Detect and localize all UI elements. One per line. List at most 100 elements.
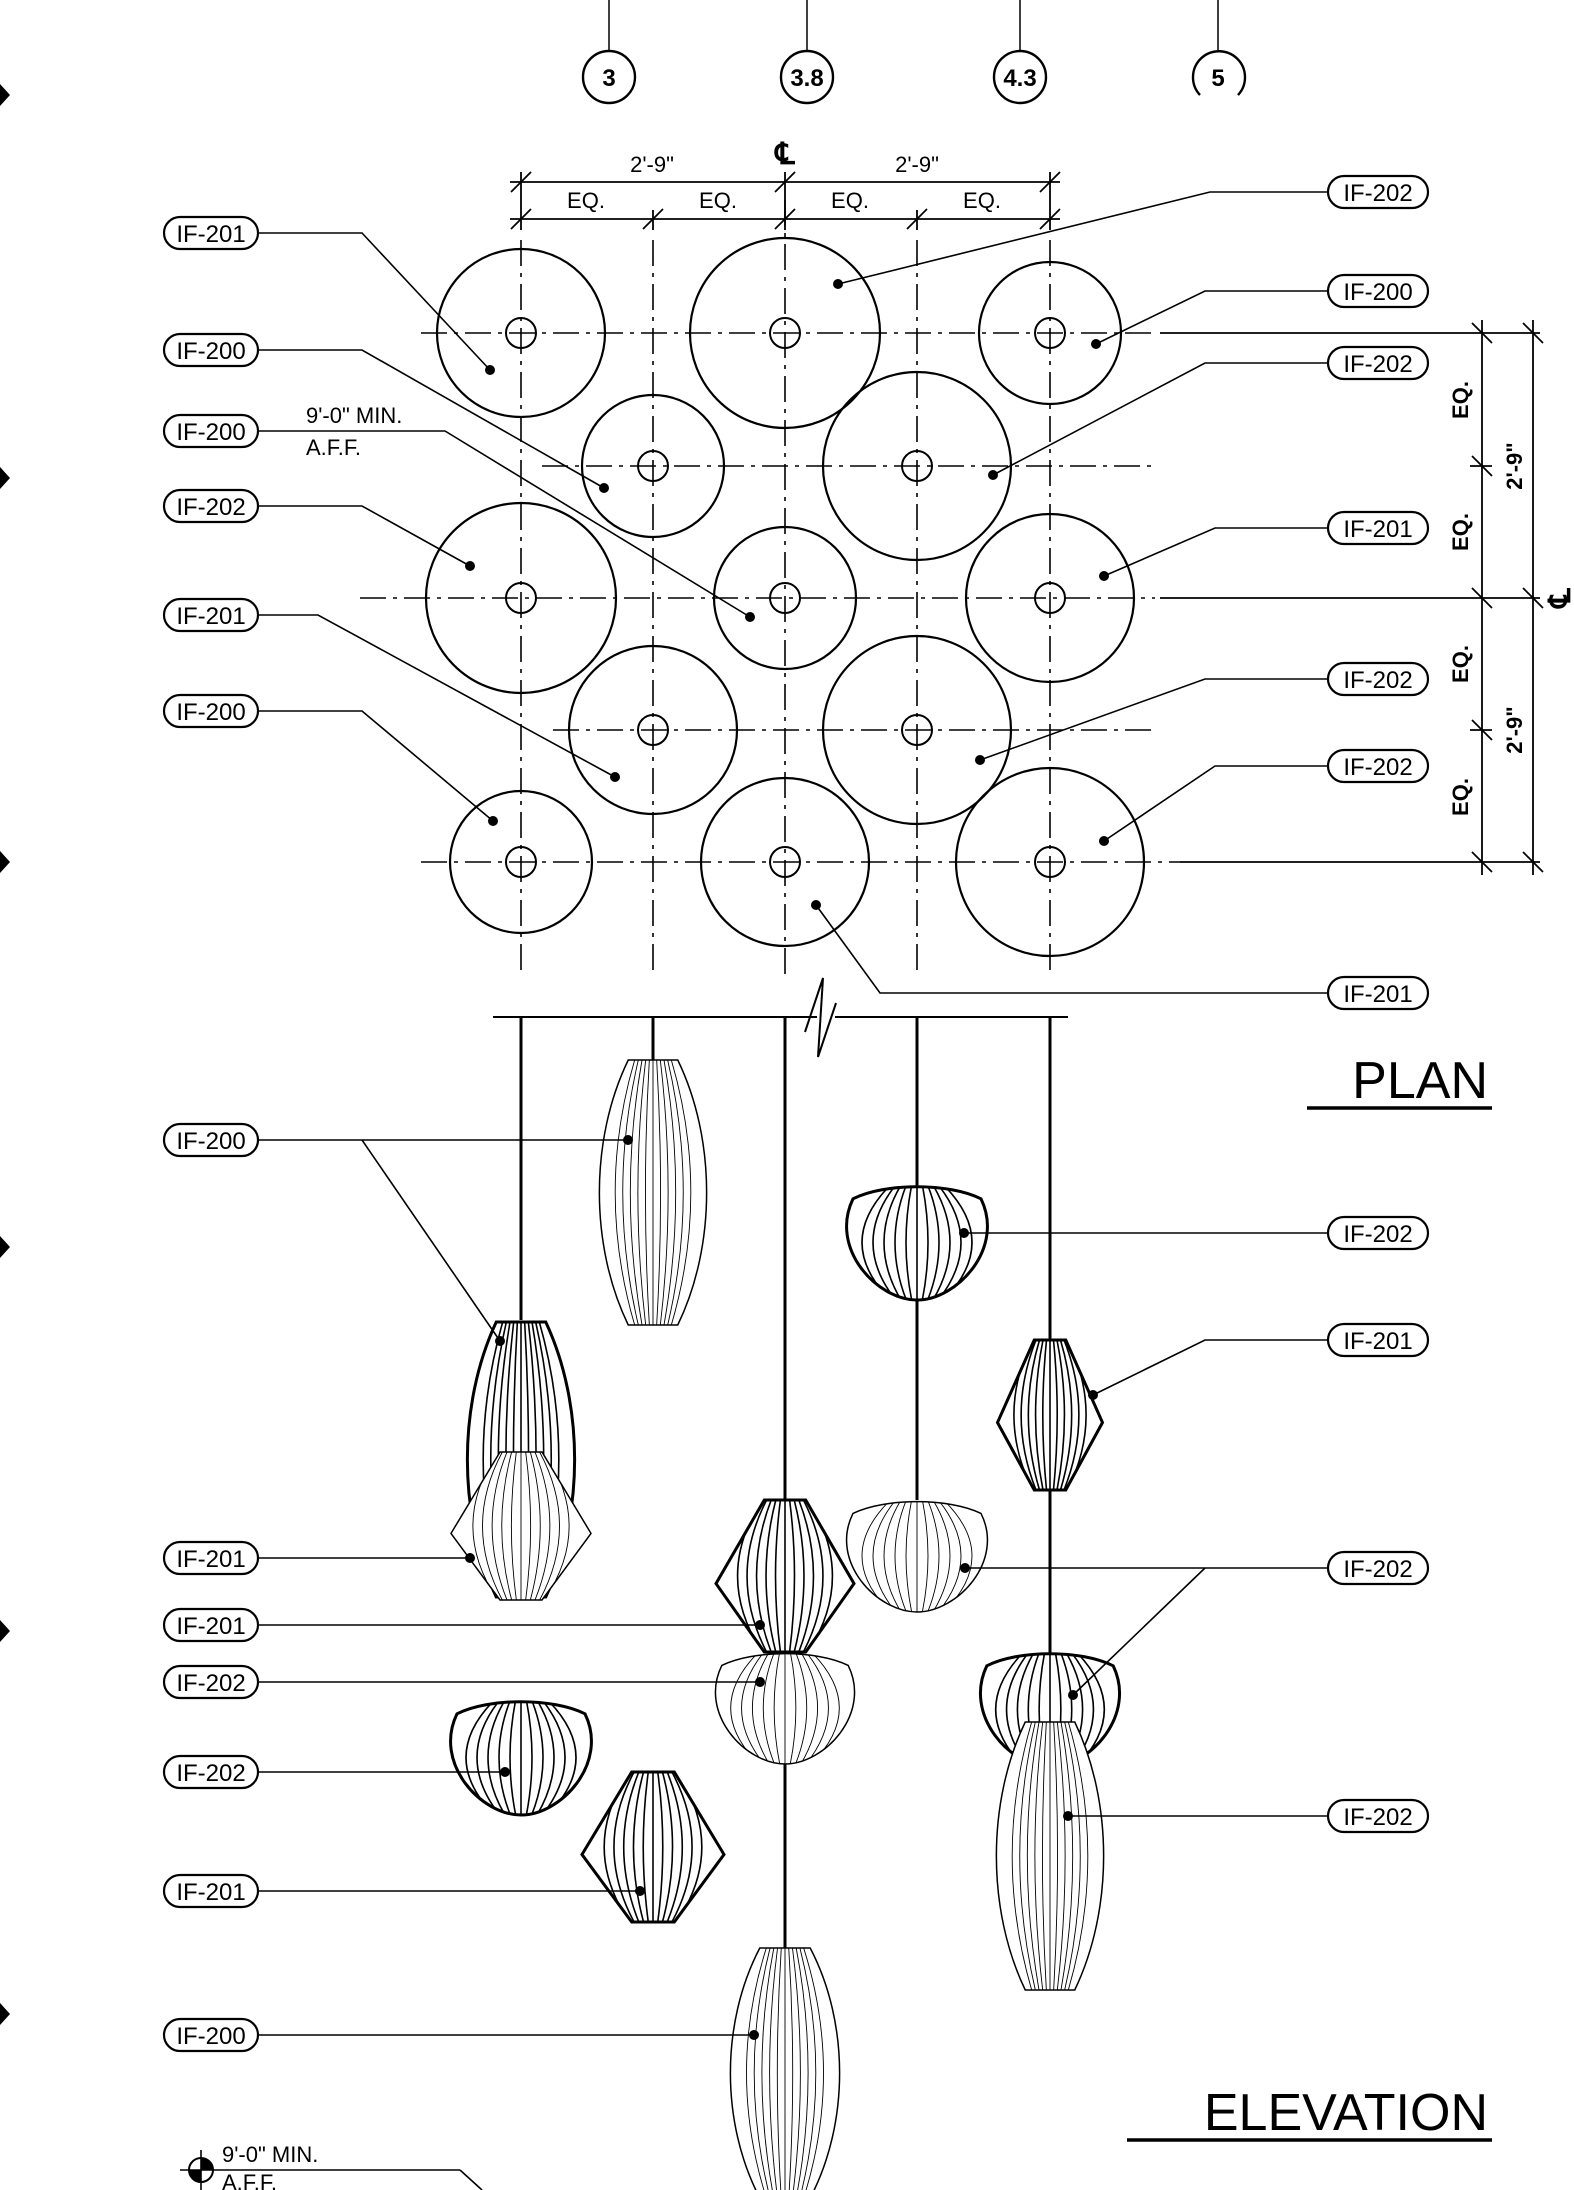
plan-pendant xyxy=(580,393,726,539)
svg-text:IF-202: IF-202 xyxy=(176,494,245,521)
grid-bubble-3: 3 xyxy=(581,49,637,105)
fixture-tag: IF-201 xyxy=(162,1540,260,1576)
fixture-tag: IF-200 xyxy=(1326,273,1430,309)
fixture-tag: IF-202 xyxy=(1326,174,1430,210)
plan-tags-left: IF-201 IF-200 IF-200 IF-202 IF-201 IF-20… xyxy=(162,215,260,729)
plan-leaders xyxy=(256,191,1330,994)
svg-text:ELEVATION: ELEVATION xyxy=(1204,2084,1488,2142)
svg-text:IF-202: IF-202 xyxy=(1343,1221,1412,1248)
fixture-tag: IF-200 xyxy=(162,693,260,729)
svg-text:A.F.F.: A.F.F. xyxy=(222,2170,277,2190)
svg-text:IF-202: IF-202 xyxy=(1343,754,1412,781)
plan-pendant xyxy=(954,766,1146,958)
svg-text:9'-0" MIN.: 9'-0" MIN. xyxy=(222,2142,318,2167)
fixture-tag: IF-200 xyxy=(162,413,260,449)
eq-label: EQ. xyxy=(567,188,605,213)
plan-pendant xyxy=(712,525,858,671)
svg-text:IF-202: IF-202 xyxy=(1343,180,1412,207)
plan-centerlines xyxy=(360,200,1180,975)
plan-title: PLAN xyxy=(1307,1052,1492,1110)
pendant-shade-cigar xyxy=(995,1721,1105,1991)
dimension-top-right: 2'-9" xyxy=(895,152,939,177)
fixture-tag: IF-200 xyxy=(162,332,260,368)
eq-label: EQ. xyxy=(963,188,1001,213)
svg-text:IF-201: IF-201 xyxy=(1343,516,1412,543)
svg-text:IF-202: IF-202 xyxy=(176,1670,245,1697)
svg-text:5: 5 xyxy=(1211,65,1224,92)
grid-bubble-3-8: 3.8 xyxy=(779,49,835,105)
fixture-tag: IF-201 xyxy=(1326,975,1430,1011)
grid-bubbles: 3 3.8 4.3 5 xyxy=(581,0,1247,105)
fixture-tag: IF-202 xyxy=(162,488,260,524)
fixture-tag: IF-200 xyxy=(162,2017,260,2053)
svg-text:IF-200: IF-200 xyxy=(176,338,245,365)
elevation-leader-dots xyxy=(465,1135,1098,2040)
plan-pendant xyxy=(821,634,1013,826)
pendant-shade-cigar xyxy=(729,1947,841,2190)
elevation-title: ELEVATION xyxy=(1127,2084,1492,2142)
fixture-tag: IF-202 xyxy=(1326,1215,1430,1251)
svg-text:IF-201: IF-201 xyxy=(176,603,245,630)
elevation-tags-left: IF-200 IF-201 IF-201 IF-202 IF-202 IF-20… xyxy=(162,1122,260,2053)
grid-bubble-5: 5 xyxy=(1191,50,1247,96)
svg-text:3: 3 xyxy=(602,65,615,92)
svg-text:PLAN: PLAN xyxy=(1352,1052,1488,1110)
svg-text:IF-201: IF-201 xyxy=(176,1613,245,1640)
plan-pendant xyxy=(688,236,882,430)
plan-pendant xyxy=(424,501,618,695)
pendant-shade-pear xyxy=(714,1498,856,1654)
svg-text:IF-200: IF-200 xyxy=(176,699,245,726)
mounting-height-note: A.F.F. xyxy=(306,435,361,460)
elevation-tags-right: IF-202 IF-201 IF-202 IF-202 xyxy=(1326,1215,1430,1834)
svg-text:4.3: 4.3 xyxy=(1003,65,1036,92)
elevation-datum: 9'-0" MIN. A.F.F. xyxy=(180,2142,483,2190)
eq-label: EQ. xyxy=(1448,778,1473,816)
top-dimensions xyxy=(510,171,1061,230)
plan-tags-right: IF-202 IF-200 IF-202 IF-201 IF-202 IF-20… xyxy=(1326,174,1430,1011)
fixture-tag: IF-202 xyxy=(162,1664,260,1700)
pendant-shade-bubble xyxy=(449,1700,593,1817)
eq-label: EQ. xyxy=(831,188,869,213)
centerline-symbol: ℄ xyxy=(773,138,795,171)
pendant-shade-pear xyxy=(580,1770,726,1924)
svg-text:IF-201: IF-201 xyxy=(1343,1328,1412,1355)
dimension-top-left: 2'-9" xyxy=(630,152,674,177)
svg-text:IF-201: IF-201 xyxy=(176,1879,245,1906)
svg-text:IF-202: IF-202 xyxy=(176,1760,245,1787)
plan-pendant xyxy=(435,247,607,419)
grid-bubble-4-3: 4.3 xyxy=(992,49,1048,105)
svg-text:IF-202: IF-202 xyxy=(1343,1556,1412,1583)
sheet-edge-markers xyxy=(0,84,10,2025)
eq-label: EQ. xyxy=(699,188,737,213)
plan-pendant xyxy=(977,260,1123,406)
fixture-tag: IF-202 xyxy=(1326,1798,1430,1834)
fixture-tag: IF-201 xyxy=(162,1873,260,1909)
fixture-tag: IF-201 xyxy=(162,1607,260,1643)
fixture-tag: IF-200 xyxy=(162,1122,260,1158)
fixture-tag: IF-201 xyxy=(162,597,260,633)
svg-text:IF-202: IF-202 xyxy=(1343,1804,1412,1831)
dimension-right-upper: 2'-9" xyxy=(1502,442,1527,489)
dimension-right-lower: 2'-9" xyxy=(1502,706,1527,753)
plan-pendant xyxy=(448,789,594,935)
fixture-tag: IF-202 xyxy=(1326,345,1430,381)
svg-text:IF-200: IF-200 xyxy=(176,419,245,446)
fixture-tag: IF-202 xyxy=(162,1754,260,1790)
fixture-tag: IF-202 xyxy=(1326,661,1430,697)
svg-text:IF-202: IF-202 xyxy=(1343,667,1412,694)
svg-text:IF-202: IF-202 xyxy=(1343,351,1412,378)
eq-label: EQ. xyxy=(1448,645,1473,683)
pendant-shade-cigar xyxy=(598,1059,708,1326)
pendant-shade-bubble xyxy=(845,1185,989,1302)
fixture-tag: IF-201 xyxy=(1326,510,1430,546)
ceiling-line xyxy=(493,977,1068,1058)
fixture-tag: IF-201 xyxy=(1326,1322,1430,1358)
elevation-leaders xyxy=(256,1139,1330,2036)
plan-pendant xyxy=(567,644,739,816)
eq-label: EQ. xyxy=(1448,513,1473,551)
pendant-shade-bubble xyxy=(714,1652,856,1765)
plan-pendant xyxy=(699,776,871,948)
svg-text:IF-200: IF-200 xyxy=(176,2023,245,2050)
centerline-symbol: ℄ xyxy=(1544,588,1574,610)
